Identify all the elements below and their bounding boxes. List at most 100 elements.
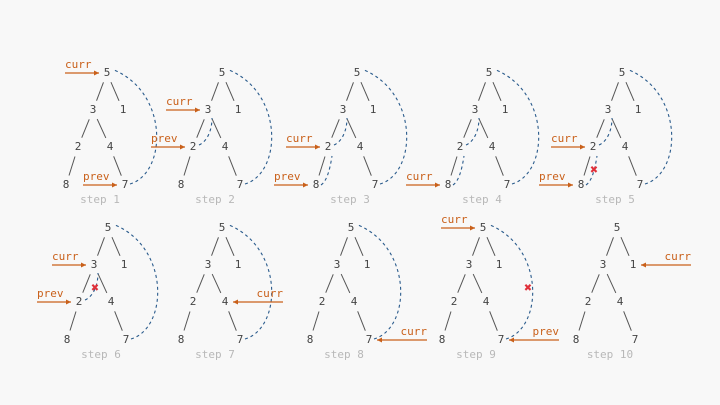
tree-node-8: 8 <box>573 333 580 346</box>
step-label: step 6 <box>81 348 121 361</box>
tree-node-1: 1 <box>630 258 637 271</box>
tree-edge-3-4 <box>472 273 483 294</box>
tree-edge-4-7 <box>363 156 372 176</box>
tree-edge-3-2 <box>82 274 91 293</box>
tree-edge-2-8 <box>318 156 326 176</box>
tree-node-1: 1 <box>635 103 642 116</box>
tree-edge-4-7 <box>495 156 504 176</box>
tree-node-4: 4 <box>222 140 229 153</box>
prev-pointer-label: prev <box>37 287 64 300</box>
prev-pointer-label: prev <box>533 325 560 338</box>
arrowhead-icon <box>470 225 475 231</box>
tree-edge-3-2 <box>596 119 605 138</box>
step-label: step 9 <box>456 348 496 361</box>
tree-edge-5-1 <box>225 81 235 102</box>
removed-thread-cross-icon: ✖ <box>91 283 99 294</box>
thread-7-to-5 <box>114 224 159 340</box>
arrowhead-icon <box>315 144 320 150</box>
tree-node-7: 7 <box>637 178 644 191</box>
step-label: step 7 <box>195 348 235 361</box>
step-label: step 8 <box>324 348 364 361</box>
arrowhead-icon <box>66 299 71 305</box>
thread-7-to-5 <box>489 224 534 340</box>
tree-node-3: 3 <box>90 103 97 116</box>
arrowhead-icon <box>435 182 440 188</box>
tree-node-8: 8 <box>178 178 185 191</box>
tree-node-3: 3 <box>466 258 473 271</box>
tree-node-5: 5 <box>348 221 355 234</box>
tree-node-8: 8 <box>178 333 185 346</box>
tree-edge-3-4 <box>346 118 357 139</box>
tree-node-2: 2 <box>585 295 592 308</box>
thread-2-to-3 <box>333 117 348 146</box>
tree-edge-2-8 <box>183 311 191 331</box>
step-label: step 5 <box>595 193 635 206</box>
tree-edge-4-7 <box>357 311 366 331</box>
tree-edge-3-2 <box>81 119 90 138</box>
tree-edge-5-3 <box>211 82 219 101</box>
step-label: step 3 <box>330 193 370 206</box>
tree-node-5: 5 <box>480 221 487 234</box>
tree-node-2: 2 <box>319 295 326 308</box>
tree-edge-4-7 <box>228 311 237 331</box>
prev-pointer-label: prev <box>539 170 566 183</box>
curr-pointer-label: curr <box>52 250 79 263</box>
thread-7-to-5 <box>228 69 273 185</box>
tree-edge-4-7 <box>113 156 122 176</box>
tree-node-2: 2 <box>590 140 597 153</box>
tree-edge-5-3 <box>472 237 480 256</box>
tree-node-5: 5 <box>219 221 226 234</box>
tree-edge-2-8 <box>444 311 452 331</box>
tree-edge-3-4 <box>340 273 351 294</box>
step-label: step 2 <box>195 193 235 206</box>
tree-edge-3-4 <box>478 118 489 139</box>
thread-7-to-5 <box>363 69 408 185</box>
tree-edge-3-4 <box>606 273 617 294</box>
tree-node-3: 3 <box>334 258 341 271</box>
tree-node-8: 8 <box>439 333 446 346</box>
tree-edge-4-7 <box>489 311 498 331</box>
tree-node-7: 7 <box>372 178 379 191</box>
removed-thread-cross-icon: ✖ <box>524 283 532 294</box>
thread-7-to-5 <box>628 69 673 185</box>
tree-edge-2-8 <box>578 311 586 331</box>
curr-pointer-label: curr <box>286 132 313 145</box>
tree-node-4: 4 <box>489 140 496 153</box>
thread-8-to-2 <box>320 155 333 186</box>
tree-edge-3-2 <box>457 274 466 293</box>
tree-edge-4-7 <box>623 311 632 331</box>
step-label: step 1 <box>80 193 120 206</box>
tree-edge-3-2 <box>463 119 472 138</box>
step-label: step 10 <box>587 348 633 361</box>
tree-node-5: 5 <box>614 221 621 234</box>
tree-node-5: 5 <box>619 66 626 79</box>
tree-node-1: 1 <box>502 103 509 116</box>
tree-node-5: 5 <box>219 66 226 79</box>
tree-edge-5-3 <box>211 237 219 256</box>
tree-node-8: 8 <box>63 178 70 191</box>
tree-edge-4-7 <box>114 311 123 331</box>
tree-node-5: 5 <box>486 66 493 79</box>
tree-edge-5-1 <box>110 81 120 102</box>
tree-node-8: 8 <box>307 333 314 346</box>
thread-8-to-2 <box>585 155 598 186</box>
arrowhead-icon <box>81 262 86 268</box>
tree-node-3: 3 <box>605 103 612 116</box>
thread-2-to-3 <box>598 117 613 146</box>
tree-edge-3-4 <box>211 273 222 294</box>
tree-edge-5-3 <box>97 237 105 256</box>
tree-node-7: 7 <box>366 333 373 346</box>
thread-7-to-5 <box>113 69 158 185</box>
tree-node-4: 4 <box>617 295 624 308</box>
tree-node-1: 1 <box>496 258 503 271</box>
thread-7-to-5 <box>495 69 540 185</box>
tree-edge-3-4 <box>96 118 107 139</box>
tree-edge-2-8 <box>450 156 458 176</box>
